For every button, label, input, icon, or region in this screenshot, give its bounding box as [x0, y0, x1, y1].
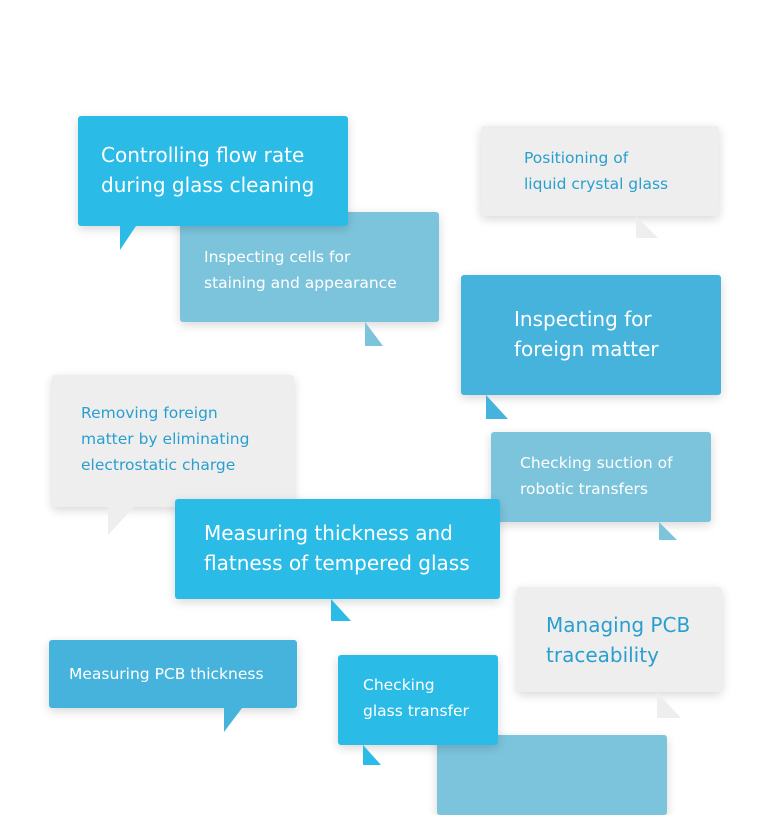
bubble-tail — [224, 708, 242, 732]
bubble-tail — [331, 599, 351, 621]
bubble-glass-transfer: Checking glass transfer — [338, 655, 498, 765]
bubble-tail — [365, 322, 383, 346]
bubble-label: Checking suction of robotic transfers — [520, 454, 673, 498]
bubble-label: Inspecting cells for staining and appear… — [204, 248, 397, 292]
bubble-inspecting-cells: Inspecting cells for staining and appear… — [180, 212, 439, 346]
bubble-pcb-thickness: Measuring PCB thickness — [49, 640, 297, 732]
bubble-tail — [363, 745, 381, 765]
bubble-tail — [120, 226, 136, 250]
bubble-tail — [657, 692, 681, 718]
bubble-empty — [437, 735, 667, 815]
bubble-robotic-suction: Checking suction of robotic transfers — [491, 432, 711, 540]
bubble-glass-cleaning: Controlling flow rate during glass clean… — [78, 116, 348, 250]
bubble-foreign-matter: Inspecting for foreign matter — [461, 275, 721, 419]
bubble-label: Positioning of liquid crystal glass — [524, 149, 669, 193]
bubble-label: Removing foreign matter by eliminating e… — [81, 404, 250, 474]
bubble-tail — [636, 216, 658, 238]
bubble-tempered-glass: Measuring thickness and flatness of temp… — [175, 499, 500, 621]
bubble-electrostatic: Removing foreign matter by eliminating e… — [52, 375, 294, 535]
bubble-label: Inspecting for foreign matter — [514, 307, 659, 361]
bubble-label: Measuring thickness and flatness of temp… — [204, 521, 470, 575]
bubble-label: Measuring PCB thickness — [69, 665, 264, 683]
bubble-label: Controlling flow rate during glass clean… — [101, 143, 315, 197]
bubble-tail — [108, 507, 134, 535]
bubble-tail — [659, 522, 677, 540]
bubble-label: Managing PCB traceability — [546, 613, 691, 667]
bubble-pcb-traceability: Managing PCB traceability — [517, 587, 722, 718]
bubble-label: Checking glass transfer — [363, 676, 469, 720]
bubble-tail — [486, 395, 508, 419]
bubble-positioning-lcd: Positioning of liquid crystal glass — [481, 126, 719, 238]
